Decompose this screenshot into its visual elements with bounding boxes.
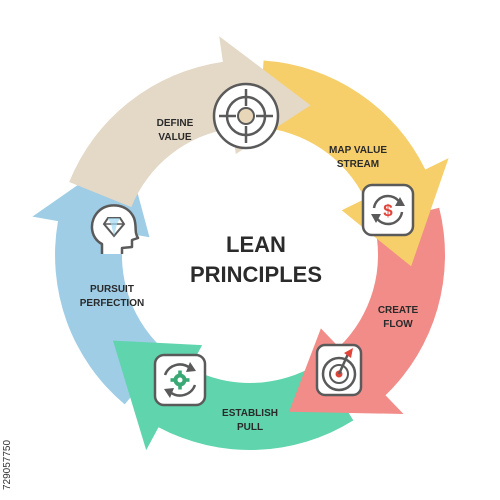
step-create-flow-label-2: FLOW bbox=[383, 319, 413, 330]
head-diamond-icon bbox=[90, 204, 140, 254]
step-pursuit-perfection-label-1: PURSUIT bbox=[90, 284, 134, 295]
step-establish-pull-label-1: ESTABLISH bbox=[222, 408, 278, 419]
stock-id-text: 729057750 bbox=[2, 439, 13, 490]
stock-id-watermark: 729057750 bbox=[2, 360, 16, 490]
dartboard-arrow-icon bbox=[315, 343, 363, 397]
cycle-segments bbox=[32, 36, 449, 451]
step-map-value-stream-label-1: MAP VALUE bbox=[329, 145, 387, 156]
segment-define-value bbox=[69, 36, 311, 208]
dollar-cycle-icon: $ bbox=[361, 183, 415, 237]
step-define-value-label-2: VALUE bbox=[158, 132, 191, 143]
segment-pursuit-perfection bbox=[32, 151, 168, 405]
gear-cycle-icon bbox=[153, 353, 207, 407]
step-pursuit-perfection-label-2: PERFECTION bbox=[80, 298, 144, 309]
step-map-value-stream-label-2: STREAM bbox=[337, 159, 379, 170]
crosshair-target-icon bbox=[212, 82, 280, 150]
segment-create-flow bbox=[289, 207, 446, 414]
svg-text:$: $ bbox=[383, 201, 393, 220]
center-title-line-1: LEAN bbox=[226, 232, 286, 257]
step-establish-pull-label-2: PULL bbox=[237, 422, 263, 433]
center-title-line-2: PRINCIPLES bbox=[190, 262, 322, 287]
step-define-value-label-1: DEFINE bbox=[157, 118, 194, 129]
step-create-flow-label-1: CREATE bbox=[378, 305, 419, 316]
